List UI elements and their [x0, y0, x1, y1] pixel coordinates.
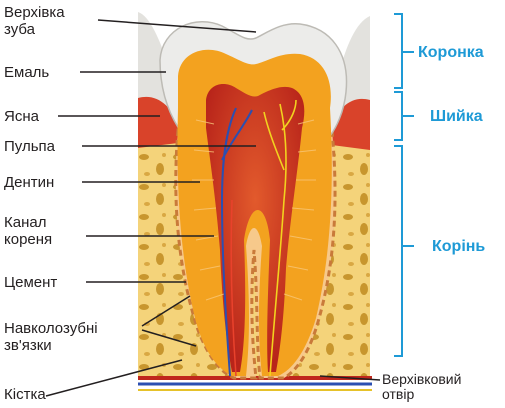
bottom-vessels [138, 378, 372, 390]
label-crown-top: Верхівка зуба [4, 4, 65, 38]
label-enamel: Емаль [4, 64, 49, 81]
section-neck: Шийка [430, 108, 483, 126]
label-root-canal: Канал кореня [4, 214, 52, 248]
label-cement: Цемент [4, 274, 57, 291]
section-crown: Коронка [418, 44, 484, 62]
label-gum: Ясна [4, 108, 39, 125]
label-apical-foramen: Верхівковий отвір [382, 372, 461, 402]
label-dentin: Дентин [4, 174, 54, 191]
label-ligaments: Навколозубні зв'язки [4, 320, 98, 354]
label-bone: Кістка [4, 386, 46, 403]
section-root: Корінь [432, 238, 485, 256]
label-pulp: Пульпа [4, 138, 55, 155]
section-brackets [394, 14, 414, 356]
